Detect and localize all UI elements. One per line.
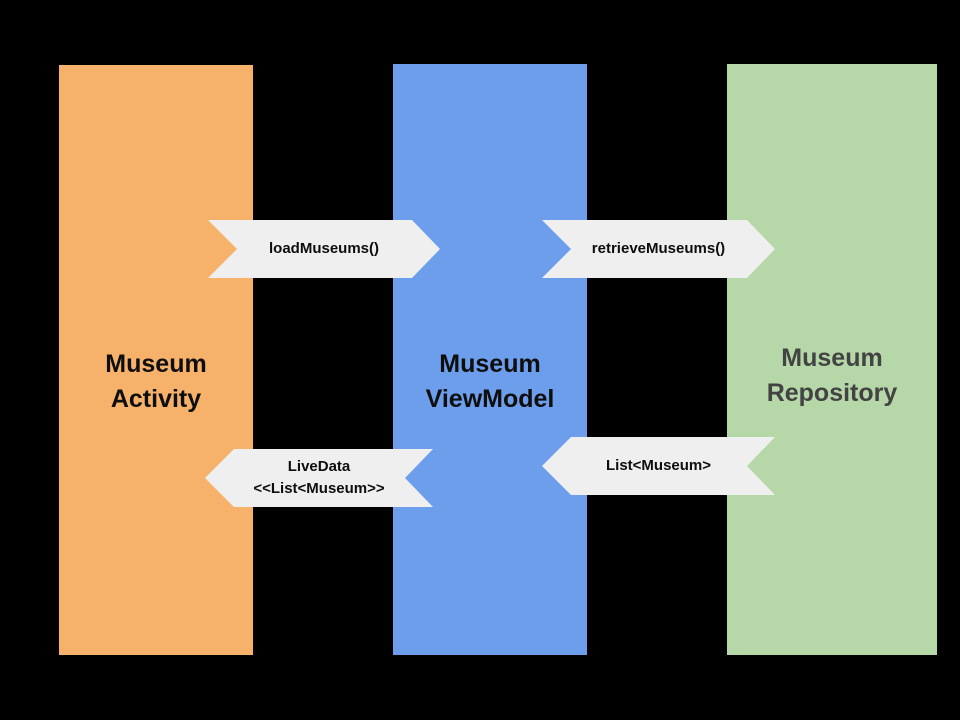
message-label: loadMuseums() — [268, 240, 379, 258]
message-arrow-loadmuseums: loadMuseums() — [208, 220, 440, 278]
message-label: LiveData — [287, 458, 351, 476]
title-line: ViewModel — [425, 384, 555, 413]
message-label: <<List<Museum>> — [253, 480, 385, 497]
title-line: Museum — [781, 343, 883, 372]
title-line: Museum — [439, 349, 541, 378]
lifeline-museum-repository: Museum Repository — [727, 64, 937, 655]
lifeline-title-museum-activity: Museum Activity — [105, 347, 206, 417]
message-arrow-livedata-list-museum: LiveData <<List<Museum>> — [205, 449, 433, 507]
lifeline-title-museum-viewmodel: Museum ViewModel — [426, 347, 555, 417]
message-label: retrieveMuseums() — [591, 240, 726, 258]
message-arrow-list-museum: List<Museum> — [542, 437, 775, 495]
lifeline-museum-activity: Museum Activity — [59, 65, 253, 655]
lifeline-title-museum-repository: Museum Repository — [767, 341, 898, 411]
title-line: Museum — [105, 350, 207, 378]
title-line: Activity — [110, 385, 202, 413]
lifeline-museum-viewmodel: Museum ViewModel — [393, 64, 587, 655]
title-line: Repository — [766, 378, 898, 407]
message-label: List<Museum> — [605, 457, 712, 475]
message-arrow-retrievemuseums: retrieveMuseums() — [542, 220, 775, 278]
